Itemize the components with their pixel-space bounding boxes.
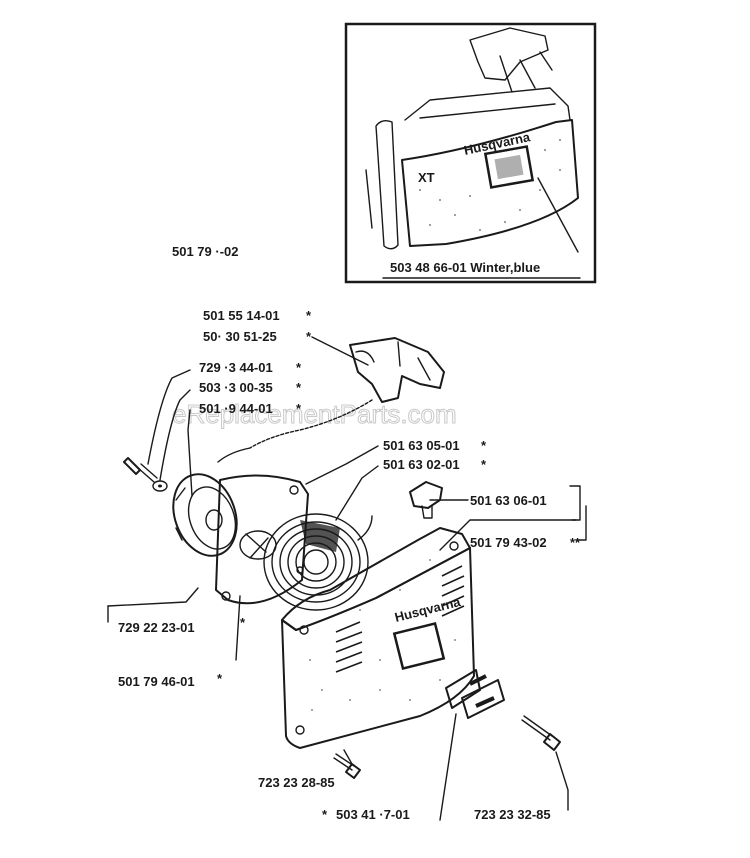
- cover-plate: [215, 474, 309, 605]
- inset-part-label: 503 48 66-01 Winter,blue: [390, 260, 540, 275]
- label-star: *: [217, 671, 223, 686]
- label-501-79-43-02: 501 79 43-02: [470, 535, 547, 550]
- label-star: *: [240, 615, 246, 630]
- label-503-41-07-01: 503 41 ·7-01: [336, 807, 410, 822]
- label-star: *: [322, 807, 328, 822]
- label-star: *: [306, 329, 312, 344]
- kit-ref-label: 501 79 ·-02: [172, 244, 239, 259]
- pulley: [172, 473, 238, 557]
- screw-bottom: [333, 753, 361, 779]
- decal-plates: [445, 669, 505, 719]
- label-star: *: [481, 457, 487, 472]
- starter-handle: [217, 337, 445, 463]
- screw-right: [521, 715, 561, 751]
- label-star: *: [296, 380, 302, 395]
- label-503-03-00-35: 503 ·3 00-35: [199, 380, 273, 395]
- part-labels: 501 55 14-01 * 50· 30 51-25 * 729 ·3 44-…: [118, 308, 581, 822]
- inset-code: XT: [418, 170, 435, 185]
- label-star: *: [481, 438, 487, 453]
- label-729-22-23-01: 729 22 23-01: [118, 620, 195, 635]
- label-star: *: [306, 308, 312, 323]
- label-star: *: [296, 360, 302, 375]
- label-star: *: [296, 401, 302, 416]
- watermark: eReplacementParts.com: [172, 399, 457, 429]
- label-501-79-44-01: 501 ·9 44-01: [199, 401, 273, 416]
- label-501-79-46-01: 501 79 46-01: [118, 674, 195, 689]
- label-501-30-51-25: 50· 30 51-25: [203, 329, 277, 344]
- label-501-55-14-01: 501 55 14-01: [203, 308, 280, 323]
- housing-brand: Husqvarna: [393, 594, 463, 625]
- screw-and-washer: [123, 457, 168, 492]
- label-729-03-44-01: 729 ·3 44-01: [199, 360, 273, 375]
- label-501-63-06-01: 501 63 06-01: [470, 493, 547, 508]
- recoil-spring: [263, 513, 373, 611]
- starter-housing: Husqvarna: [281, 527, 475, 749]
- label-double-star: **: [570, 535, 581, 550]
- label-501-63-05-01: 501 63 05-01: [383, 438, 460, 453]
- label-723-23-32-85: 723 23 32-85: [474, 807, 551, 822]
- label-501-63-02-01: 501 63 02-01: [383, 457, 460, 472]
- inset-box: Husqvarna XT 503 48 66-01 Winter,blue: [344, 22, 597, 284]
- leader-lines: [107, 336, 587, 821]
- label-723-23-28-85: 723 23 28-85: [258, 775, 335, 790]
